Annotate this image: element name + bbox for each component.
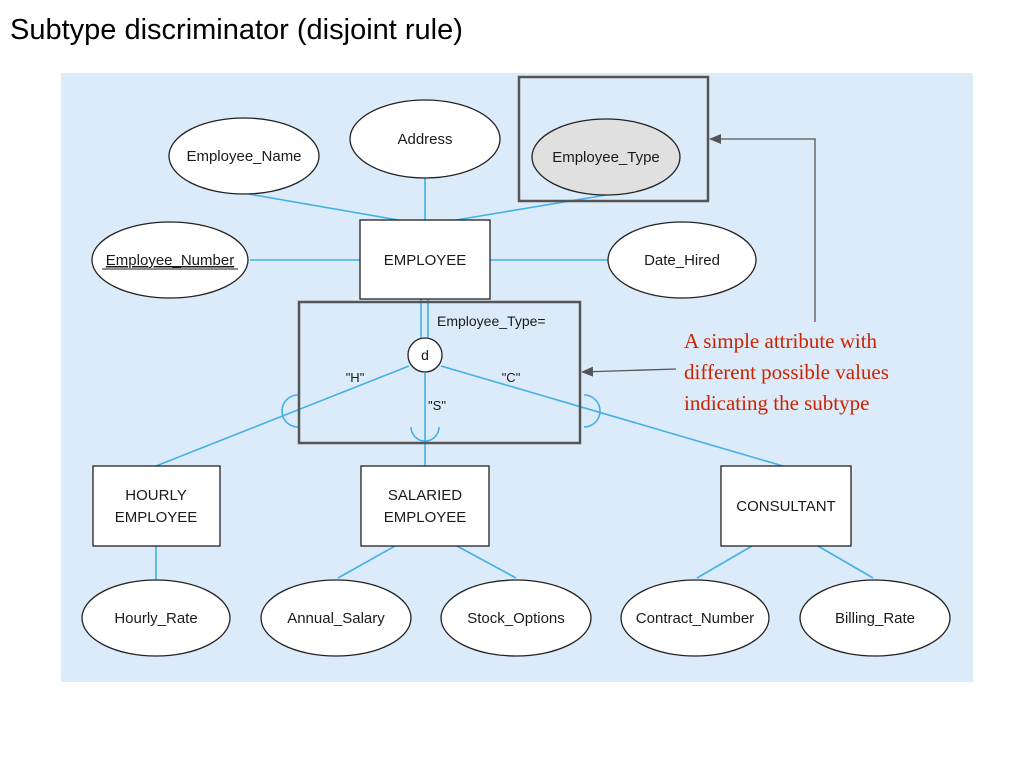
annual-salary-attribute: Annual_Salary bbox=[260, 579, 412, 657]
hourly-employee-label-line-2: EMPLOYEE bbox=[115, 509, 198, 526]
connector-billing-rate bbox=[817, 545, 874, 579]
hourly-employee-entity: HOURLY EMPLOYEE bbox=[92, 465, 221, 547]
subset-symbol-consultant bbox=[583, 394, 601, 428]
callout-text: A simple attribute with different possib… bbox=[684, 329, 889, 415]
connector-employee-name bbox=[242, 192, 399, 221]
connector-stock-options bbox=[456, 545, 517, 579]
stock-options-label: Stock_Options bbox=[467, 610, 565, 627]
callout-line-3: indicating the subtype bbox=[684, 391, 869, 415]
employee-type-label: Employee_Type bbox=[552, 149, 660, 166]
employee-entity: EMPLOYEE bbox=[359, 219, 491, 300]
stock-options-attribute: Stock_Options bbox=[440, 579, 592, 657]
employee-name-attribute: Employee_Name bbox=[168, 117, 320, 195]
employee-type-attribute: Employee_Type bbox=[531, 118, 681, 196]
contract-number-label: Contract_Number bbox=[636, 610, 754, 627]
callout-line-2: different possible values bbox=[684, 360, 889, 384]
disjoint-circle: d bbox=[407, 337, 443, 373]
connector-lines bbox=[155, 178, 874, 590]
address-label: Address bbox=[397, 131, 452, 148]
employee-name-label: Employee_Name bbox=[186, 148, 301, 165]
subset-symbol-hourly bbox=[281, 394, 299, 428]
salaried-employee-label-line-1: SALARIED bbox=[388, 487, 462, 504]
value-label-consultant: "C" bbox=[502, 370, 521, 385]
value-label-salaried: "S" bbox=[428, 398, 446, 413]
consultant-label: CONSULTANT bbox=[736, 498, 835, 515]
date-hired-label: Date_Hired bbox=[644, 252, 720, 269]
callout-arrow-to-discriminator-box bbox=[581, 366, 677, 377]
employee-type-highlight-box bbox=[517, 75, 710, 203]
disjoint-constraint-label: d bbox=[421, 347, 429, 363]
slide-title: Subtype discriminator (disjoint rule) bbox=[10, 14, 463, 46]
employee-number-label: Employee_Number bbox=[106, 252, 234, 269]
discriminator-label: Employee_Type= bbox=[437, 313, 546, 329]
consultant-entity: CONSULTANT bbox=[720, 465, 852, 547]
connector-annual-salary bbox=[337, 545, 396, 579]
address-attribute: Address bbox=[349, 99, 501, 179]
employee-entity-label: EMPLOYEE bbox=[384, 252, 467, 269]
salaried-employee-entity: SALARIED EMPLOYEE bbox=[360, 465, 490, 547]
date-hired-attribute: Date_Hired bbox=[607, 221, 757, 299]
callout-arrow-to-type-box bbox=[709, 134, 816, 322]
contract-number-attribute: Contract_Number bbox=[620, 579, 770, 657]
hourly-employee-label-line-1: HOURLY bbox=[125, 487, 186, 504]
value-label-hourly: "H" bbox=[346, 370, 365, 385]
salaried-employee-label-line-2: EMPLOYEE bbox=[384, 509, 467, 526]
discriminator-box bbox=[297, 300, 582, 445]
connector-contract-number bbox=[696, 545, 753, 579]
annual-salary-label: Annual_Salary bbox=[287, 610, 385, 627]
callout-line-1: A simple attribute with bbox=[684, 329, 878, 353]
billing-rate-label: Billing_Rate bbox=[835, 610, 915, 627]
employee-number-attribute: Employee_Number bbox=[91, 221, 249, 299]
billing-rate-attribute: Billing_Rate bbox=[799, 579, 951, 657]
hourly-rate-attribute: Hourly_Rate bbox=[81, 579, 231, 657]
connector-employee-type bbox=[455, 194, 607, 221]
subset-symbol-salaried bbox=[410, 426, 440, 442]
hourly-rate-label: Hourly_Rate bbox=[114, 610, 197, 627]
connector-d-to-consultant bbox=[440, 365, 784, 467]
